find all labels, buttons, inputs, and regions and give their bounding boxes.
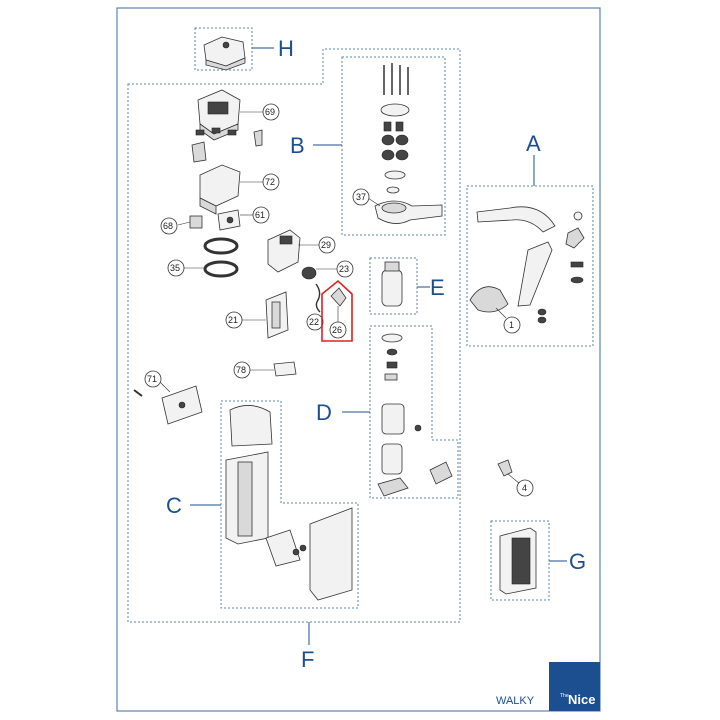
callout-78	[233, 361, 251, 379]
svg-text:29: 29	[321, 240, 331, 250]
part-61[interactable]	[217, 209, 241, 231]
callout-69	[262, 103, 280, 121]
part-78[interactable]	[273, 361, 297, 377]
part-68[interactable]	[189, 215, 203, 229]
callout-71	[144, 370, 162, 388]
callout-1	[503, 316, 521, 334]
model-name: WALKY	[496, 695, 535, 707]
svg-text:61: 61	[255, 210, 265, 220]
group-e-part[interactable]	[381, 261, 403, 307]
part-72[interactable]	[199, 164, 241, 215]
group-g-part[interactable]	[499, 527, 537, 595]
group-d-frame	[369, 325, 459, 499]
svg-text:72: 72	[265, 177, 275, 187]
svg-text:26: 26	[332, 325, 342, 335]
outer-frame	[116, 7, 601, 712]
part-29[interactable]	[267, 229, 301, 273]
group-h-part[interactable]	[203, 36, 246, 71]
callout-61	[252, 206, 270, 224]
part-35-ring[interactable]	[203, 260, 239, 278]
callout-22	[306, 313, 324, 331]
group-g-label: G	[569, 549, 586, 574]
group-e-label: E	[430, 275, 445, 300]
group-a-parts[interactable]	[469, 206, 585, 324]
part-22-spring[interactable]	[315, 283, 321, 313]
callout-4	[516, 479, 534, 497]
group-e-frame	[369, 257, 418, 315]
part-23[interactable]	[301, 266, 317, 280]
highlight-part-26[interactable]	[321, 279, 353, 342]
group-f-frame	[127, 48, 461, 623]
group-c-parts[interactable]	[225, 405, 353, 601]
group-h-frame	[194, 27, 253, 71]
group-f-label: F	[301, 647, 314, 672]
nice-logo-sup: The	[560, 693, 569, 699]
group-d-label: D	[316, 400, 332, 425]
svg-text:23: 23	[339, 264, 349, 274]
group-a-label: A	[526, 131, 541, 156]
callout-26	[329, 321, 347, 339]
callout-29	[318, 236, 336, 254]
callout-72	[262, 173, 280, 191]
callout-21	[225, 311, 243, 329]
part-ring-upper[interactable]	[203, 237, 239, 255]
callout-68	[160, 217, 178, 235]
svg-text:22: 22	[309, 317, 319, 327]
svg-text:1: 1	[509, 320, 514, 330]
group-b-frame	[341, 56, 446, 236]
screws-row[interactable]	[191, 127, 263, 163]
svg-text:35: 35	[170, 263, 180, 273]
part-26[interactable]	[330, 287, 347, 322]
svg-text:71: 71	[147, 374, 157, 384]
callout-23	[336, 260, 354, 278]
group-b-parts[interactable]	[374, 63, 443, 224]
svg-text:21: 21	[228, 315, 238, 325]
svg-text:37: 37	[356, 192, 366, 202]
group-c-frame	[220, 400, 359, 609]
svg-text:4: 4	[522, 483, 527, 493]
group-h-label: H	[278, 36, 294, 61]
nice-logo-text: Nice	[568, 692, 595, 707]
callout-35	[167, 259, 185, 277]
group-c-label: C	[166, 493, 182, 518]
part-4[interactable]	[497, 459, 513, 477]
svg-text:69: 69	[265, 107, 275, 117]
svg-text:68: 68	[163, 221, 173, 231]
callout-37	[352, 188, 370, 206]
part-21[interactable]	[265, 291, 289, 339]
group-b-label: B	[290, 133, 305, 158]
group-d-parts[interactable]	[377, 333, 453, 497]
nice-logo	[549, 662, 600, 711]
part-71[interactable]	[133, 385, 203, 425]
group-a-frame	[466, 185, 594, 347]
svg-text:78: 78	[236, 365, 246, 375]
